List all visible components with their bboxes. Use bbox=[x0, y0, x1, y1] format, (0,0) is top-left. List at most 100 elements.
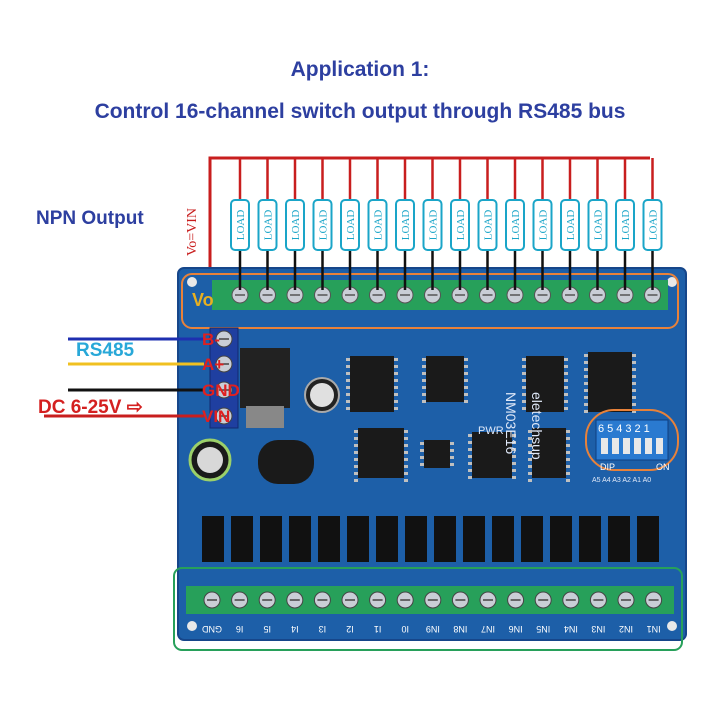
load-label: LOAD bbox=[290, 210, 302, 241]
load-resistor bbox=[395, 199, 415, 251]
dip-key bbox=[623, 438, 630, 454]
load-resistor bbox=[312, 199, 333, 251]
gnd-label: GND bbox=[202, 381, 240, 400]
dip-key bbox=[645, 438, 652, 454]
load-label: LOAD bbox=[235, 210, 247, 241]
load-resistor bbox=[477, 199, 498, 251]
regulator-chip bbox=[240, 348, 290, 408]
optocoupler-chip bbox=[637, 516, 659, 562]
dip-on-label: ON bbox=[656, 462, 670, 472]
dip-address-label: A5 A4 A3 A2 A1 A0 bbox=[592, 477, 651, 484]
input-terminal-label: IN7 bbox=[481, 624, 495, 634]
optocoupler-chip bbox=[492, 516, 514, 562]
mount-hole-icon bbox=[187, 277, 197, 287]
load-label: LOAD bbox=[400, 210, 412, 241]
input-terminal-label: IN5 bbox=[536, 624, 550, 634]
input-terminal-label: GND bbox=[202, 624, 223, 634]
load-resistor bbox=[532, 199, 553, 251]
load-resistor bbox=[285, 199, 305, 251]
optocoupler-chip bbox=[260, 516, 282, 562]
optocoupler-chip bbox=[550, 516, 572, 562]
load-resistor bbox=[450, 199, 470, 251]
load-label: LOAD bbox=[620, 210, 632, 241]
load-resistor bbox=[505, 199, 525, 251]
load-resistor bbox=[367, 199, 388, 251]
dip-label: DIP bbox=[600, 462, 615, 472]
mount-hole-icon bbox=[187, 621, 197, 631]
load-label: LOAD bbox=[510, 210, 522, 241]
optocoupler-chip bbox=[405, 516, 427, 562]
inductor-icon bbox=[258, 440, 314, 484]
load-resistor bbox=[615, 199, 635, 251]
input-terminal-label: IN1 bbox=[647, 624, 661, 634]
input-terminal-label: IN3 bbox=[591, 624, 605, 634]
a-plus-label: A+ bbox=[202, 355, 224, 374]
optocoupler-chip bbox=[579, 516, 601, 562]
dip-key bbox=[601, 438, 608, 454]
load-label: LOAD bbox=[593, 210, 605, 241]
load-label: LOAD bbox=[538, 210, 550, 241]
input-terminal-label: I2 bbox=[346, 624, 354, 634]
dip-key bbox=[656, 438, 663, 454]
optocoupler-chip bbox=[608, 516, 630, 562]
load-label: LOAD bbox=[373, 210, 385, 241]
ic-chip bbox=[358, 428, 404, 478]
dip-key bbox=[634, 438, 641, 454]
input-terminal-label: IN6 bbox=[509, 624, 523, 634]
vin-label: VIN bbox=[202, 407, 230, 426]
input-terminal-label: I6 bbox=[236, 624, 244, 634]
vo-terminal-label: Vo bbox=[192, 290, 214, 310]
optocoupler-chip bbox=[202, 516, 224, 562]
ic-chip bbox=[526, 356, 564, 412]
input-terminal-label: IN9 bbox=[426, 624, 440, 634]
vo-vin-label: Vo=VIN bbox=[185, 208, 200, 256]
ic-chip bbox=[532, 428, 566, 478]
model-label: NM03E16 bbox=[503, 392, 519, 454]
mount-hole-icon bbox=[667, 277, 677, 287]
load-label: LOAD bbox=[345, 210, 357, 241]
optocoupler-chip bbox=[289, 516, 311, 562]
input-terminal-label: I1 bbox=[374, 624, 382, 634]
ic-chip bbox=[472, 432, 512, 478]
heading-line-2: Control 16-channel switch output through… bbox=[94, 100, 626, 123]
load-resistor bbox=[422, 199, 443, 251]
load-label: LOAD bbox=[455, 210, 467, 241]
npn-output-label: NPN Output bbox=[36, 208, 144, 229]
input-terminal-label: I3 bbox=[319, 624, 327, 634]
input-terminal-label: IN2 bbox=[619, 624, 633, 634]
brand-label: eletechsup bbox=[529, 392, 545, 460]
load-label: LOAD bbox=[428, 210, 440, 241]
input-terminal-label: I5 bbox=[263, 624, 271, 634]
pwr-label: PWR bbox=[478, 425, 504, 437]
load-resistor bbox=[340, 199, 360, 251]
input-terminal-label: IN4 bbox=[564, 624, 578, 634]
dc-supply-label: DC 6-25V ⇨ bbox=[38, 397, 143, 418]
optocoupler-chip bbox=[434, 516, 456, 562]
arrow-right-icon: ⇨ bbox=[121, 397, 143, 418]
ic-chip bbox=[588, 352, 632, 412]
input-terminal-label: I4 bbox=[291, 624, 299, 634]
load-label: LOAD bbox=[318, 210, 330, 241]
optocoupler-chip bbox=[521, 516, 543, 562]
output-highlight bbox=[181, 273, 679, 329]
load-label: LOAD bbox=[565, 210, 577, 241]
mount-hole-icon bbox=[667, 621, 677, 631]
load-resistor bbox=[642, 199, 663, 251]
load-resistor bbox=[560, 199, 580, 251]
optocoupler-chip bbox=[376, 516, 398, 562]
ic-chip bbox=[350, 356, 394, 412]
load-label: LOAD bbox=[648, 210, 660, 241]
ic-chip bbox=[424, 440, 450, 468]
input-terminal-label: IN8 bbox=[453, 624, 467, 634]
optocoupler-chip bbox=[463, 516, 485, 562]
dip-highlight bbox=[585, 409, 679, 471]
optocoupler-chip bbox=[318, 516, 340, 562]
load-label: LOAD bbox=[483, 210, 495, 241]
ic-chip bbox=[426, 356, 464, 402]
optocoupler-chip bbox=[347, 516, 369, 562]
heading-line-1: Application 1: bbox=[290, 58, 430, 81]
input-highlight bbox=[173, 567, 683, 651]
b-minus-label: B- bbox=[202, 330, 220, 349]
dip-numbers-label: 654321 bbox=[598, 423, 653, 435]
